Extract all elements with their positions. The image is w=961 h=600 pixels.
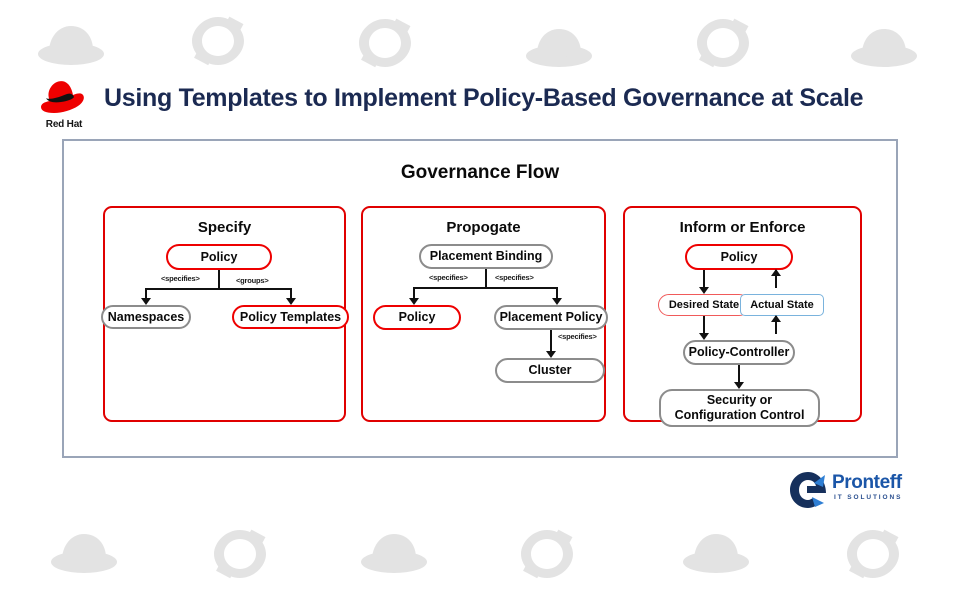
arrowhead-policy-from-actual [771, 269, 781, 276]
panel-propogate: Propogate Placement Binding <specifies> … [361, 206, 608, 422]
watermark-fedora-icon [35, 14, 107, 68]
arrowhead-propogate-placement-policy [552, 298, 562, 305]
node-policy-controller[interactable]: Policy-Controller [683, 340, 795, 365]
connector-propogate-left-branch [413, 287, 415, 299]
node-security-line-1: Security or [706, 393, 773, 408]
page-title: Using Templates to Implement Policy-Base… [104, 84, 864, 112]
connector-propogate-right-branch [556, 287, 558, 299]
governance-flow-title: Governance Flow [400, 162, 560, 183]
connector-policy-to-desired [703, 270, 705, 288]
connector-specify-left-branch [145, 288, 147, 299]
page-header: Red Hat Using Templates to Implement Pol… [0, 72, 961, 134]
watermark-fedora-icon [680, 522, 752, 576]
arrowhead-propogate-cluster [546, 351, 556, 358]
panel-specify: Specify Policy <specifies> <groups> Name… [101, 206, 349, 422]
edge-label-specifies: <specifies> [495, 273, 534, 282]
connector-propogate-stem [485, 269, 487, 288]
connector-desired-to-controller [703, 316, 705, 334]
connector-actual-to-policy [775, 270, 777, 288]
node-actual-state[interactable]: Actual State [740, 294, 824, 316]
connector-propogate-cluster [550, 330, 552, 352]
governance-flow-container: Governance Flow Specify Policy <specifie… [62, 139, 898, 458]
pronteff-logo: Pronteff IT SOLUTIONS [788, 470, 908, 510]
node-propogate-policy[interactable]: Policy [373, 305, 461, 330]
node-security-line-2: Configuration Control [674, 408, 805, 422]
node-desired-state[interactable]: Desired State [658, 294, 750, 316]
panel-specify-title: Specify [197, 219, 252, 236]
watermark-fedora-icon [848, 18, 920, 70]
arrowhead-actual-state [771, 315, 781, 322]
watermark-fedora-icon [48, 522, 120, 576]
panel-propogate-title: Propogate [446, 219, 521, 236]
watermark-fedora-icon [523, 18, 595, 70]
watermark-sync-icon [350, 14, 420, 72]
connector-controller-to-actual [775, 316, 777, 334]
red-hat-logo: Red Hat [33, 78, 95, 130]
arrowhead-specify-policy-templates [286, 298, 296, 305]
panel-inform-or-enforce: Inform or Enforce Policy Desired State A… [623, 206, 862, 427]
node-propogate-placement-policy[interactable]: Placement Policy [494, 305, 608, 330]
node-specify-namespaces[interactable]: Namespaces [101, 305, 191, 329]
edge-label-specifies: <specifies> [429, 273, 468, 282]
arrowhead-desired-state [699, 287, 709, 294]
watermark-sync-icon [688, 14, 758, 72]
edge-label-specifies: <specifies> [558, 332, 597, 341]
red-hat-fedora-icon [41, 81, 84, 113]
panel-inform-or-enforce-title: Inform or Enforce [679, 219, 806, 236]
connector-specify-split [145, 288, 291, 290]
arrowhead-specify-namespaces [141, 298, 151, 305]
connector-specify-right-branch [290, 288, 292, 299]
node-enforce-policy[interactable]: Policy [685, 244, 793, 270]
node-propogate-cluster[interactable]: Cluster [495, 358, 605, 383]
edge-label-specifies: <specifies> [161, 274, 200, 283]
connector-controller-to-security [738, 365, 740, 383]
red-hat-logo-text: Red Hat [45, 119, 83, 130]
watermark-sync-icon [512, 525, 582, 583]
pronteff-logo-name: Pronteff [832, 472, 902, 493]
node-specify-policy[interactable]: Policy [166, 244, 272, 270]
node-propogate-placement-binding[interactable]: Placement Binding [419, 244, 553, 269]
connector-specify-policy-stem [218, 270, 220, 289]
watermark-sync-icon [838, 525, 908, 583]
arrowhead-policy-controller [699, 333, 709, 340]
watermark-fedora-icon [358, 522, 430, 576]
node-security-configuration-control[interactable]: Security or Configuration Control [659, 389, 820, 427]
pronteff-mark-icon [790, 472, 826, 508]
edge-label-groups: <groups> [236, 276, 269, 285]
connector-propogate-split [413, 287, 557, 289]
watermark-sync-icon [183, 12, 253, 70]
pronteff-logo-tagline: IT SOLUTIONS [834, 494, 903, 501]
node-specify-policy-templates[interactable]: Policy Templates [232, 305, 349, 329]
watermark-sync-icon [205, 525, 275, 583]
arrowhead-propogate-policy [409, 298, 419, 305]
arrowhead-security-control [734, 382, 744, 389]
